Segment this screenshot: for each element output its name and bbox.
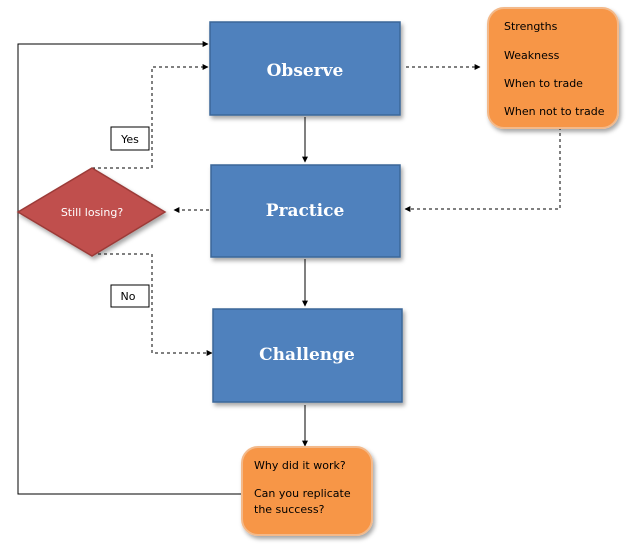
note-the-success: the success?: [254, 503, 325, 516]
challenge-node: Challenge: [212, 308, 403, 403]
observe-node: Observe: [209, 21, 401, 116]
dashed-arrow-yes-to-observe: [92, 64, 209, 169]
decision-node: Still losing?: [16, 167, 167, 257]
yes-label-box: Yes: [110, 126, 150, 151]
observe-label: Observe: [267, 61, 344, 81]
no-label-box: No: [110, 284, 150, 308]
loop-back-arrow: [17, 41, 242, 495]
decision-label: Still losing?: [61, 206, 123, 219]
note-why-did-it-work: Why did it work?: [254, 459, 346, 472]
note-when-not-to-trade: When not to trade: [504, 105, 605, 118]
no-label: No: [121, 290, 136, 303]
dashed-arrow-notes-to-practice: [404, 127, 561, 212]
note-can-you-replicate: Can you replicate: [254, 487, 351, 500]
observe-notes: Strengths Weakness When to trade When no…: [487, 7, 619, 129]
yes-label: Yes: [120, 133, 139, 146]
challenge-label: Challenge: [259, 345, 355, 365]
note-strengths: Strengths: [504, 20, 558, 33]
challenge-notes: Why did it work? Can you replicate the s…: [241, 446, 373, 536]
practice-label: Practice: [266, 201, 345, 221]
practice-node: Practice: [210, 164, 401, 258]
note-weakness: Weakness: [504, 49, 560, 62]
note-when-to-trade: When to trade: [504, 77, 583, 90]
dashed-arrow-no-to-challenge: [92, 253, 213, 356]
